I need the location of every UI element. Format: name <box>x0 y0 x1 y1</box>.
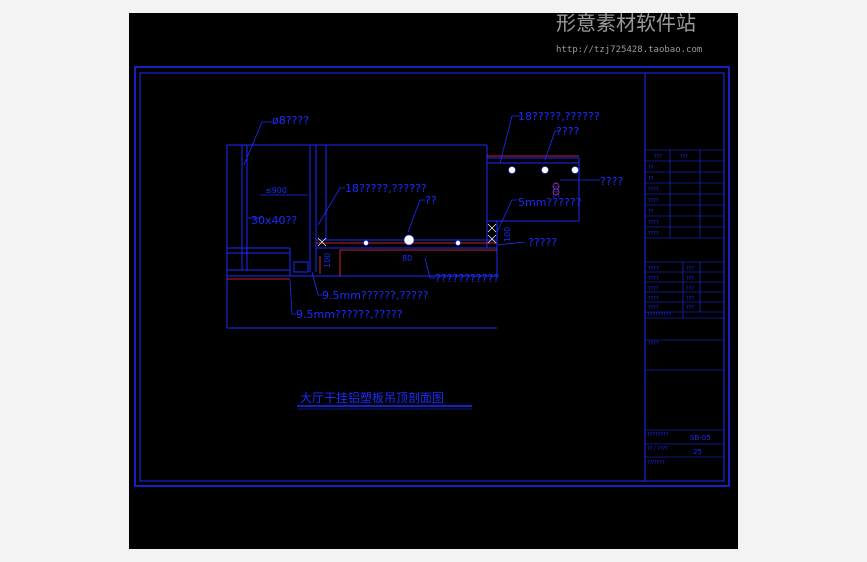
title-block <box>645 149 724 458</box>
tb-no-label: ???????? <box>647 432 669 438</box>
tb-project: ????????? <box>647 312 671 318</box>
watermark-url: http://tzj725428.taobao.com <box>556 45 702 55</box>
callout-gap: 5mm?????? <box>518 196 582 209</box>
tb-row: ???? <box>648 296 659 302</box>
watermark-title: 形意素材软件站 <box>556 11 696 35</box>
leader-lines <box>243 115 600 315</box>
tb-row: ?? <box>648 209 654 215</box>
dim-300: 300 <box>552 183 561 198</box>
drawing-title: 大厅干挂铝塑板吊顶剖面图 <box>300 390 444 405</box>
dim-le900: ≤900 <box>265 186 287 195</box>
callout-board-top: 18?????,?????? <box>518 110 600 123</box>
callout-batten: 30x40?? <box>251 214 297 227</box>
callout-labels: ø8???? 18?????,?????? ???? 18?????,?????… <box>251 110 624 321</box>
callout-side-right: ???? <box>600 175 624 188</box>
tb-row: ??? <box>686 286 694 292</box>
lamp-symbols <box>363 166 579 246</box>
dim-80: 80 <box>402 254 412 263</box>
callout-gypsum-b: 9.5mm??????,????? <box>296 308 403 321</box>
tb-row: ???? <box>648 231 659 237</box>
tb-scale-label: ?? / ???? <box>647 446 668 452</box>
tb-row: ??? <box>686 266 694 272</box>
tb-header-1: ??? <box>654 154 662 160</box>
spring-symbol <box>552 182 560 196</box>
tb-row: ??? <box>686 305 694 311</box>
tb-row: ???? <box>648 220 659 226</box>
callout-lamp-top: ???? <box>556 125 580 138</box>
tb-row: ???? <box>648 286 659 292</box>
tb-row: ?? <box>648 176 654 182</box>
title-block-text: ??? ??? ?? ?? ???? ???? ?? ???? ???? ???… <box>647 154 711 466</box>
drawing-frame <box>134 66 730 487</box>
tb-row: ?? <box>648 165 654 171</box>
callout-rod: ø8???? <box>272 114 309 127</box>
ceiling-section <box>226 144 580 329</box>
tb-date-label: ??/???? <box>647 460 665 466</box>
tb-scale-value: 25 <box>693 448 702 456</box>
cad-viewport <box>129 13 738 549</box>
callout-right-lower: ????? <box>528 236 557 249</box>
callout-bottom-right: ??????????? <box>435 272 499 285</box>
tb-row: ??? <box>686 296 694 302</box>
section-details <box>227 155 579 280</box>
callout-bracket: ?? <box>425 194 437 207</box>
tb-row: ???? <box>648 276 659 282</box>
tb-header-2: ??? <box>680 154 688 160</box>
tb-row: ???? <box>648 305 659 311</box>
dim-100-left: 100 <box>323 253 332 268</box>
tb-drawing-name: ???? <box>648 341 659 347</box>
tb-row: ???? <box>648 198 659 204</box>
tb-row: ???? <box>648 266 659 272</box>
dim-100-right: 100 <box>503 227 512 242</box>
callout-gypsum-a: 9.5mm??????,????? <box>322 289 429 302</box>
callout-board-mid: 18?????,?????? <box>345 182 427 195</box>
hatch-blocks <box>317 223 497 247</box>
dimension-labels: ≤900 100 80 100 300 <box>265 183 561 268</box>
tb-row: ??? <box>686 276 694 282</box>
tb-row: ???? <box>648 187 659 193</box>
tb-no-value: SB-05 <box>690 434 711 442</box>
